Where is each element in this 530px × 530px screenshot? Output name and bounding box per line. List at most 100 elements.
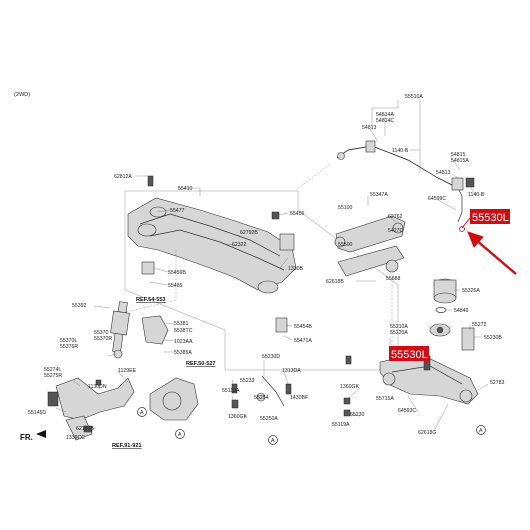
bar-end-link-left <box>337 152 345 160</box>
rear-crossmember <box>127 197 297 333</box>
crossmember-mount <box>279 233 295 251</box>
marker-a-center-label: A <box>271 438 275 444</box>
shock-absorber <box>110 301 169 359</box>
marker-a-center <box>268 435 278 445</box>
part-label: 55347A <box>370 192 388 198</box>
highlight-leader-bottom <box>425 354 430 365</box>
part-label: 1430BF <box>290 395 308 401</box>
part-label: 1313DA <box>282 368 301 374</box>
knuckle-bushing <box>47 391 59 407</box>
part-label: 55275R <box>44 373 62 379</box>
marker-a-bottom-label: A <box>178 432 182 438</box>
part-label: 55888 <box>386 276 401 282</box>
part-label: 55250A <box>260 416 278 422</box>
part-label: 62618B <box>326 279 344 285</box>
part-label: 55370 <box>94 330 109 336</box>
part-label: 5427C <box>388 228 404 234</box>
part-label: 1140-B <box>392 148 409 154</box>
part-label: 62322 <box>232 242 247 248</box>
part-label: 55119A <box>222 388 240 394</box>
part-label: 55392 <box>72 303 87 309</box>
spring-seat-group <box>429 278 457 337</box>
drive-type-label: (2WD) <box>14 92 30 98</box>
part-label: 5538TC <box>174 328 193 334</box>
part-label: 55715A <box>376 396 394 402</box>
part-label: 54813 <box>436 170 451 176</box>
highlight-callout-top[interactable]: 55530L <box>470 209 510 224</box>
part-label: 1360GK <box>340 384 360 390</box>
lower-control-arm <box>379 327 479 405</box>
part-label: 52783 <box>490 380 505 386</box>
part-label: 55220A <box>390 330 408 336</box>
crossmember-bushing <box>141 261 155 275</box>
part-label: 54814A <box>376 112 394 118</box>
part-label: 55477 <box>170 208 185 214</box>
upper-arm <box>334 215 406 277</box>
part-label: 55272 <box>472 322 487 328</box>
part-label: 55230D <box>262 354 280 360</box>
highlight-callout-bottom[interactable]: 55530L <box>389 346 429 361</box>
part-label: 54813 <box>362 125 377 131</box>
marker-a-left <box>137 407 147 417</box>
marker-a-right <box>476 425 486 435</box>
part-label: 55385A <box>174 350 192 356</box>
part-label: 55230B <box>484 335 502 341</box>
marker-a-left-label: A <box>140 410 144 416</box>
part-label: 62812A <box>114 174 132 180</box>
part-label: 54814C <box>376 118 394 124</box>
hardware-group <box>95 175 352 417</box>
part-label: 55233 <box>240 378 255 384</box>
highlight-part-number: 55530L <box>391 349 428 361</box>
part-label: 55370L <box>60 338 77 344</box>
ref-label[interactable]: REF.54-553 <box>136 297 166 303</box>
highlight-box <box>389 346 429 361</box>
part-label: 55456 <box>290 211 305 217</box>
part-label: 55274L <box>44 367 61 373</box>
part-label: 64599C <box>428 196 446 202</box>
lower-arm-link <box>461 327 475 351</box>
part-label: 55381 <box>174 321 189 327</box>
shock-mount-bracket <box>141 315 169 345</box>
part-label: 55471A <box>294 338 312 344</box>
part-label: 1023AA <box>174 339 193 345</box>
front-direction-arrow-icon <box>36 430 46 438</box>
leader-lines <box>55 100 489 432</box>
ref-label[interactable]: REF.91-921 <box>112 443 142 449</box>
part-label: 55100 <box>338 205 353 211</box>
part-label: 55376R <box>60 344 78 350</box>
part-label: 62792B <box>240 230 258 236</box>
highlight-arrow-icon <box>467 231 517 275</box>
trailing-arm-knuckle <box>47 377 199 441</box>
part-label: 55370R <box>94 336 112 342</box>
part-label: 64593C <box>398 408 416 414</box>
part-label: 62762 <box>388 214 403 220</box>
part-label: 55485 <box>168 283 183 289</box>
part-label: 54815 <box>451 152 466 158</box>
part-label: 55454B <box>294 324 312 330</box>
part-label: 55410 <box>178 186 193 192</box>
stabilizer-bushing-right <box>451 177 464 191</box>
part-label: 55145D <box>28 410 46 416</box>
part-label: 54849 <box>454 308 469 314</box>
ref-label[interactable]: REF.50-527 <box>186 361 216 367</box>
dash-guide-1 <box>295 163 331 191</box>
highlight-part-number: 55530L <box>472 212 509 224</box>
marker-a-bottom <box>175 429 185 439</box>
part-label: 1129EE <box>118 368 137 374</box>
part-label: 1130DN <box>88 384 107 390</box>
part-label: 55254 <box>254 395 269 401</box>
part-label: 1330B <box>288 266 304 272</box>
part-label: 55326A <box>462 288 480 294</box>
part-label: 54815A <box>451 158 469 164</box>
stabilizer-bushing-left <box>365 140 376 153</box>
part-label: 55210A <box>390 324 408 330</box>
part-label: 55119A <box>332 422 350 428</box>
dash-guide-3 <box>125 299 177 313</box>
part-label: 55230 <box>350 412 365 418</box>
part-labels: 55510A 54814A 54814C 54813 1140-B 54815 … <box>28 94 505 441</box>
subframe-bushing <box>275 317 288 333</box>
part-label: 1360GK <box>228 414 248 420</box>
highlight-target-top <box>459 226 465 232</box>
